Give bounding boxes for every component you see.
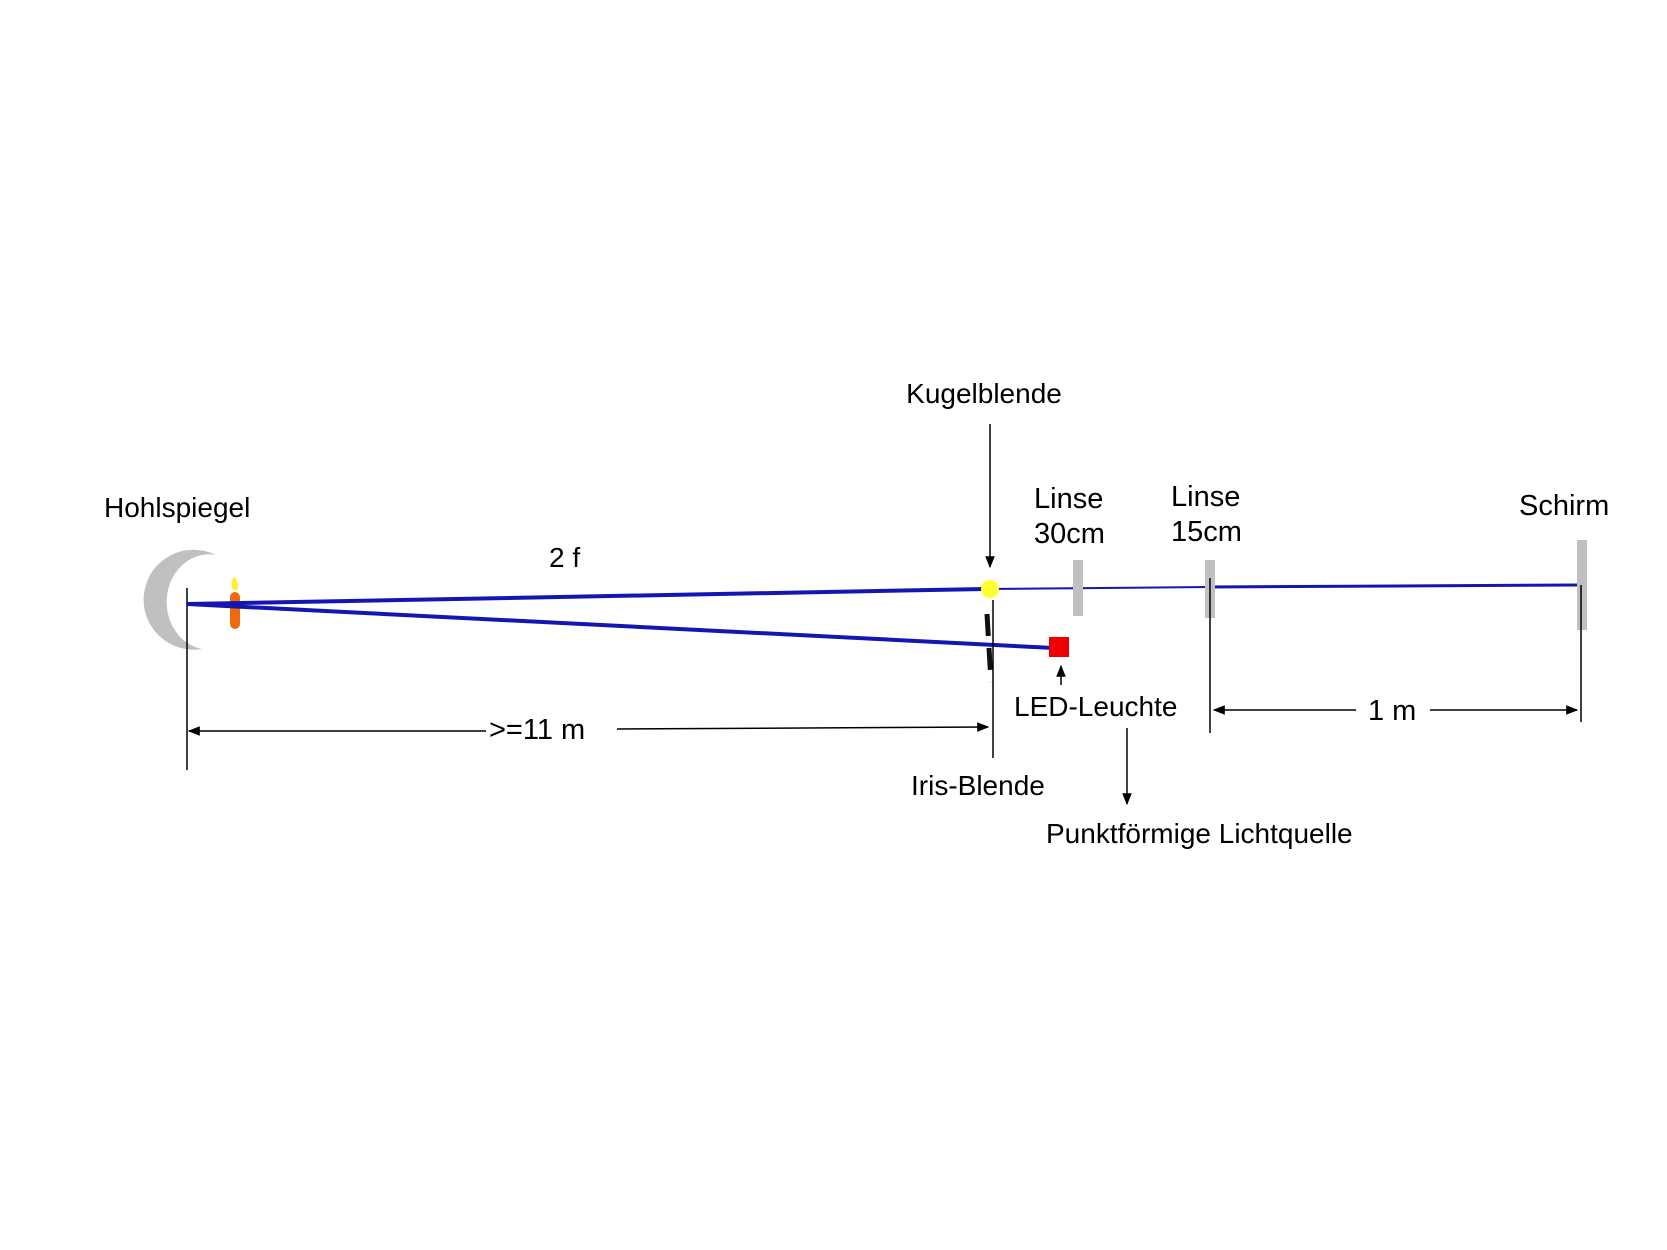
linse-30cm-label-line1: Linse (1034, 483, 1103, 515)
two-f-label: 2 f (549, 542, 580, 573)
candle-flame-icon (231, 576, 239, 591)
iris-aperture-icon (984, 613, 994, 683)
led-leuchte-label: LED-Leuchte (1014, 691, 1177, 722)
sphere-aperture-icon (981, 580, 999, 598)
dimension-11m-right-arrow (616, 722, 990, 732)
led-light-icon (1049, 637, 1069, 657)
linse-15cm-label-line2: 15cm (1171, 516, 1242, 548)
linse-15cm-label-line1: Linse (1171, 481, 1240, 513)
hohlspiegel-label: Hohlspiegel (104, 492, 250, 523)
punktfoermige-lichtquelle-label: Punktförmige Lichtquelle (1046, 818, 1353, 849)
beam-axis-to-sphere (186, 587, 986, 606)
kugelblende-label: Kugelblende (906, 378, 1062, 409)
beam-led-to-mirror (186, 602, 1055, 650)
lens-30cm-icon (1073, 560, 1083, 616)
schirm-label: Schirm (1519, 490, 1609, 522)
distance-1m-label: 1 m (1368, 695, 1416, 727)
beam-sphere-to-lens15 (984, 586, 1211, 590)
distance-11m-label: >=11 m (489, 714, 585, 746)
linse-30cm-label-line2: 30cm (1034, 518, 1105, 550)
iris-blende-label: Iris-Blende (911, 770, 1045, 801)
candle-icon (230, 592, 240, 629)
concave-mirror-icon (143, 549, 216, 650)
beam-lens15-to-screen (1209, 583, 1579, 589)
screen-icon (1577, 540, 1587, 630)
